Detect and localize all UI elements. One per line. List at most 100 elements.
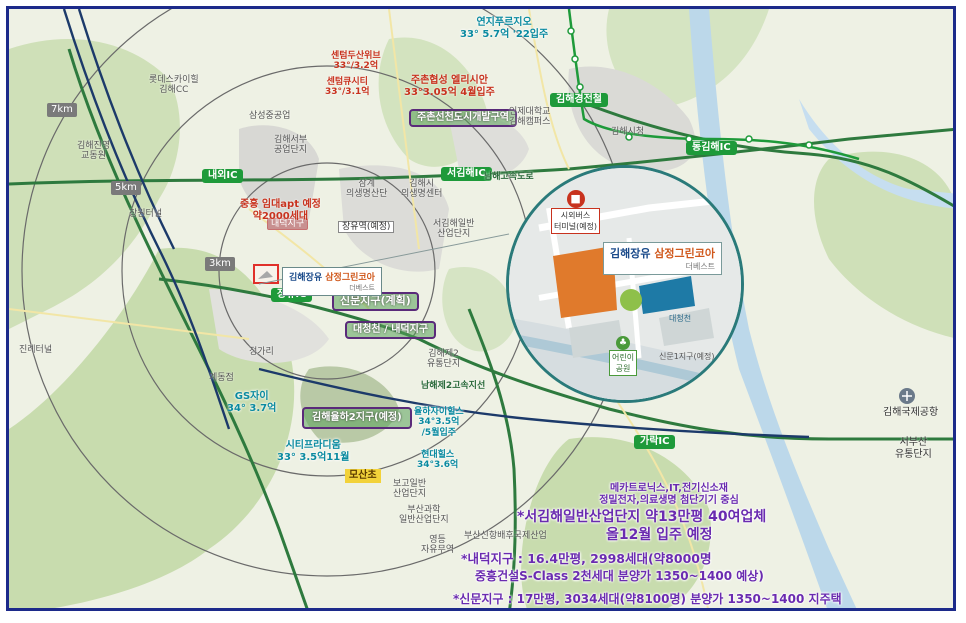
site-card-brand: 삼정그린코아 (325, 273, 375, 283)
place-gimhae-univ: 인제대학교 김해캠퍼스 (509, 107, 551, 128)
label-jangyu-station: 장유역(예정) (338, 221, 395, 234)
rail-lines (62, 9, 810, 439)
light-rail-stations (567, 27, 813, 149)
airport-icon (899, 388, 915, 404)
site-card-prefix: 김해장유 (289, 273, 326, 283)
district-box-naedeok: 내덕지구 (267, 218, 309, 231)
map-frame: 7km 5km 3km 내외IC 장유IC 서김해IC 가락IC 동김해IC 김… (6, 6, 956, 611)
ic-label-dongyu: 동김해IC (686, 141, 737, 155)
place-gimhae-yulha: 김해제2 유통단지 (427, 349, 461, 370)
distance-label-3km: 3km (205, 257, 235, 271)
ic-label-naeoe: 내외IC (202, 169, 244, 183)
inset-river-label: 대청천 (669, 314, 692, 323)
label-sentrum-city: 센텀큐시티 33°/3.1억 (325, 77, 370, 98)
inset-apt-label: 신문1지구(예정) (659, 352, 715, 361)
district-box-yulha: 김해율하2지구(예정) (302, 407, 412, 429)
place-tunnel: 창원터널 (129, 209, 163, 219)
annotation-move-in: 올12월 입주 예정 (606, 527, 713, 543)
label-jungheung-text: 중흥 임대apt 예정 (240, 199, 321, 210)
urban-area (339, 165, 449, 272)
mountain-area (442, 267, 515, 352)
annotation-naedeok-1: *내덕지구 : 16.4만평, 2998세대(약8000명 (461, 551, 712, 566)
label-sentrum-dusan-price: 33°/3.2억 (333, 61, 379, 72)
map-background (9, 9, 953, 608)
place-jeonggari: 정가리 (249, 347, 274, 357)
inset-brand-card: 김해장유 삼정그린코아 더베스트 (603, 242, 723, 275)
place-bogo: 보고일반 산업단지 (393, 479, 427, 500)
road-label-namhae2: 남해제2고속지선 (421, 381, 486, 391)
road-label-namhae: 남해고속도로 (484, 172, 534, 182)
ic-label-garak: 가락IC (634, 435, 676, 449)
place-gimhae-sandan: 김해서부 공업단지 (274, 135, 308, 156)
place-gimhae-city: 김해시청 (611, 127, 645, 137)
label-yeonji-name: 연지푸르지오 (476, 17, 532, 28)
inset-detail-map: 김해장유 삼정그린코아 더베스트 ■ 시외버스 터미널(예정) ♣ 어린이 공원… (506, 165, 744, 403)
label-yulha-price: 34°3.5억 (418, 417, 460, 428)
label-jungheung-units: 약2000세대 (252, 210, 309, 222)
inset-brand-sub: 더베스트 (685, 262, 716, 271)
annotation-naedeok-2: 중흥건설S-Class 2천세대 분양가 1350~1400 예상) (475, 569, 764, 583)
label-hyundai-name: 현대힐스 (421, 450, 455, 460)
label-sentrum-city-name: 센텀큐시티 (326, 77, 368, 87)
label-jucheon-name: 주촌협성 엘리시안 (410, 75, 488, 86)
label-hyundai-price: 34°3.6억 (417, 460, 459, 471)
place-busan-sinhang: 부산신항배후국제산업 (464, 531, 547, 541)
label-sentrum-dusan-name: 센텀두산위브 (331, 51, 381, 61)
ic-label-seogimhae: 서김해IC (441, 167, 492, 181)
place-seogimhae-sandan: 서김해일반 산업단지 (433, 219, 475, 240)
urban-area (209, 289, 329, 363)
inset-park (620, 289, 642, 311)
place-jinyeong: 김해진영 교동원 (77, 141, 111, 162)
light-rail-line (567, 9, 860, 161)
urban-area (239, 125, 319, 222)
place-gyeongmyeong: 계동점 (209, 373, 234, 383)
inset-park-marker: ♣ 어린이 공원 (609, 336, 638, 376)
label-hyundai: 현대힐스 34°3.6억 (417, 450, 458, 471)
inset-terminal-label: 시외버스 터미널(예정) (551, 208, 601, 234)
label-sentrum-dusan: 센텀두산위브 33°/3.2억 (331, 51, 381, 72)
label-yeonji: 연지푸르지오 33° 5.7억 '22입주 (460, 17, 548, 40)
label-yulha-jai: 율하자이힐스 34°3.5억 /5월입주 (414, 407, 464, 438)
river (689, 9, 857, 608)
distance-label-5km: 5km (111, 181, 141, 195)
place-gimhae-airport: 김해국제공항 (883, 407, 939, 418)
label-gs-jai-price: 34° 3.7억 (227, 402, 277, 414)
place-busan-sandan: 부산과학 일반산업단지 (399, 505, 449, 526)
label-jucheon: 주촌협성 엘리시안 33°3.05억 4월입주 (404, 75, 495, 98)
inset-terminal-marker: ■ 시외버스 터미널(예정) (551, 190, 601, 234)
label-jucheon-price: 33°3.05억 4월입주 (404, 86, 495, 98)
bus-icon: ■ (566, 190, 585, 208)
label-jungheung: 중흥 임대apt 예정 약2000세대 (240, 199, 321, 222)
label-prugio-name: 시티프라디움 (285, 440, 341, 451)
place-rotte: 롯데스카이힐 김해CC (149, 75, 199, 96)
district-box-daecheong: 대청천 / 내덕지구 (345, 321, 437, 339)
annotation-industry: 메카트로닉스,IT,전기신소재 정밀전자,의료생명 첨단기기 중심 (539, 483, 799, 506)
place-samgye: 삼계 의생명산단 (346, 179, 388, 200)
district-box-jucheon: 주촌선천도시개발구역 (409, 109, 517, 127)
tree-icon: ♣ (616, 336, 631, 350)
label-gs-jai-name: GS자이 (234, 391, 269, 402)
annotation-seogimhae: *서김해일반산업단지 약13만평 40여업체 (517, 509, 767, 525)
inset-park-label: 어린이 공원 (609, 350, 638, 376)
label-yulha-move: /5월입주 (421, 427, 457, 438)
site-card: 김해장유 삼정그린코아 더베스트 (282, 267, 382, 296)
inset-site-blue (639, 276, 695, 314)
place-gimhae-hospital: 김해시 의생명센터 (401, 179, 443, 200)
place-seobusan: 서부산 유통단지 (895, 437, 932, 460)
label-prugio: 시티프라디움 33° 3.5억11월 (277, 440, 349, 463)
label-sentrum-city-price: 33°/3.1억 (325, 87, 370, 98)
label-yulha-name: 율하자이힐스 (414, 407, 464, 417)
label-mosan-school: 모산초 (345, 469, 381, 483)
inset-brand-name: 삼정그린코아 (654, 247, 716, 260)
place-jinrye: 진례터널 (19, 345, 53, 355)
place-samsung: 삼성중공업 (249, 111, 291, 121)
inset-brand-prefix: 김해장유 (610, 247, 655, 260)
rail-label-gimhae: 김해경전철 (550, 93, 608, 107)
inset-site-orange (553, 246, 617, 318)
annotation-sinmun: *신문지구 : 17만평, 3034세대(약8100명) 분양가 1350~14… (453, 592, 842, 606)
label-prugio-price: 33° 3.5억11월 (277, 451, 350, 463)
annotation-industry-line1: 메카트로닉스,IT,전기신소재 (610, 483, 728, 494)
distance-label-7km: 7km (47, 103, 77, 117)
place-ryeongdeung: 영등 자유무역 (421, 535, 455, 556)
annotation-industry-line2: 정밀전자,의료생명 첨단기기 중심 (599, 494, 739, 506)
